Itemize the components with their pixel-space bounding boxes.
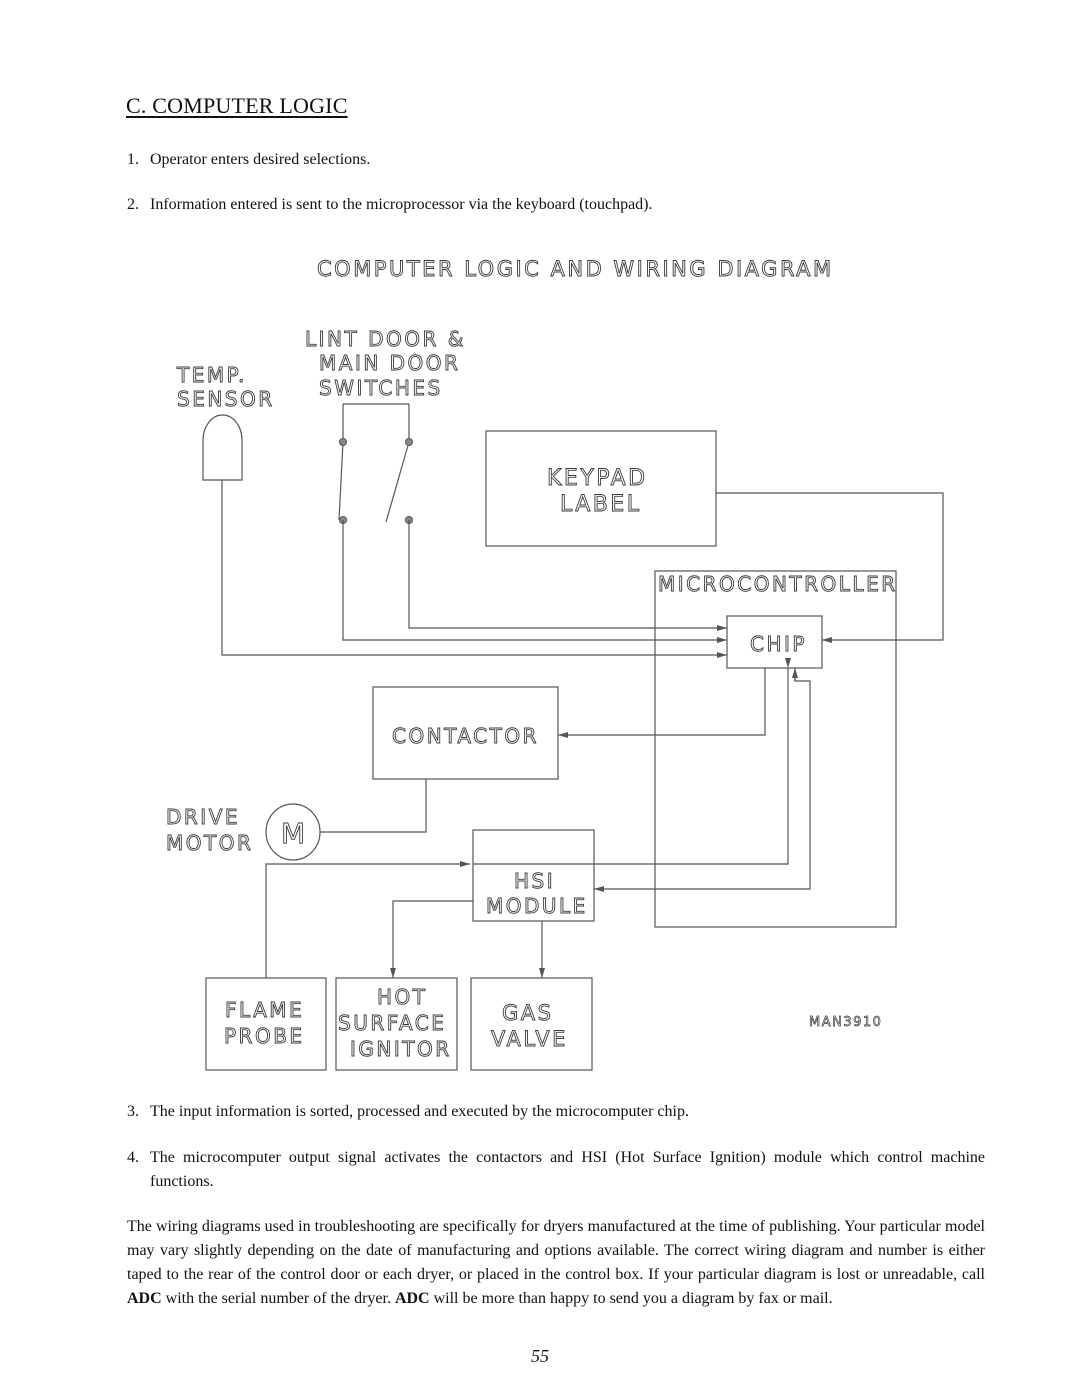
list-item-text: Operator enters desired selections.	[150, 151, 371, 168]
microcontroller-label: MICROCONTROLLER	[658, 572, 898, 596]
keypad-label-text: KEYPAD	[547, 466, 648, 491]
list-item-number: 3.	[127, 1103, 139, 1120]
list-item-text: The microcomputer output signal activate…	[150, 1149, 985, 1190]
hsi-module-label: MODULE	[486, 894, 588, 918]
contactor-label: CONTACTOR	[392, 724, 539, 748]
hsi-module-label: HSI	[514, 869, 555, 893]
chip-label: CHIP	[750, 632, 807, 656]
door-switches-label: MAIN DOOR	[319, 351, 460, 375]
temp-sensor-symbol	[202, 414, 243, 481]
hot-surface-ignitor-label: IGNITOR	[350, 1037, 452, 1061]
list-item: 2. Information entered is sent to the mi…	[127, 193, 985, 217]
company-name: ADC	[394, 1290, 430, 1307]
list-item-number: 4.	[127, 1149, 139, 1166]
list-item-text: Information entered is sent to the micro…	[150, 196, 653, 213]
gas-valve-label: GAS	[502, 1001, 553, 1025]
wiring	[221, 480, 944, 978]
page-number: 55	[531, 1346, 549, 1366]
drawing-number: MAN3910	[809, 1015, 882, 1030]
company-name: ADC	[127, 1290, 162, 1307]
closing-text: The wiring diagrams used in troubleshoot…	[127, 1218, 985, 1283]
list-item-number: 1.	[127, 151, 139, 168]
flame-probe-label: FLAME	[225, 998, 304, 1022]
flame-probe-label: PROBE	[224, 1024, 305, 1048]
drive-motor-label: MOTOR	[166, 831, 253, 855]
temp-sensor-label: TEMP.	[176, 363, 247, 387]
closing-text: will be more than happy to send you a di…	[429, 1290, 833, 1307]
section-heading: C. COMPUTER LOGIC	[126, 93, 348, 118]
list-item-text: The input information is sorted, process…	[150, 1103, 689, 1120]
diagram-title: COMPUTER LOGIC AND WIRING DIAGRAM	[317, 257, 834, 281]
hot-surface-ignitor-box	[335, 977, 458, 1071]
door-switch-symbols	[338, 403, 413, 524]
list-item: 4. The microcomputer output signal activ…	[127, 1146, 985, 1194]
keypad-label-text: LABEL	[560, 492, 642, 517]
temp-sensor-label: SENSOR	[177, 387, 275, 411]
list-item: 1. Operator enters desired selections.	[127, 148, 985, 172]
motor-symbol-letter: M	[281, 817, 305, 850]
gas-valve-box	[470, 977, 593, 1071]
door-switches-label: SWITCHES	[319, 376, 443, 400]
hsi-module-box	[472, 829, 595, 922]
microcontroller-box	[654, 570, 897, 928]
closing-text: with the serial number of the dryer.	[161, 1290, 395, 1307]
door-switches-label: LINT DOOR &	[305, 327, 466, 351]
closing-paragraph: The wiring diagrams used in troubleshoot…	[127, 1215, 985, 1311]
hot-surface-ignitor-label: SURFACE	[338, 1011, 446, 1035]
list-item-number: 2.	[127, 196, 139, 213]
gas-valve-label: VALVE	[491, 1027, 568, 1051]
hot-surface-ignitor-label: HOT	[377, 985, 428, 1009]
keypad-label-box	[485, 430, 717, 547]
list-item: 3. The input information is sorted, proc…	[127, 1100, 985, 1124]
drive-motor-label: DRIVE	[166, 805, 240, 829]
